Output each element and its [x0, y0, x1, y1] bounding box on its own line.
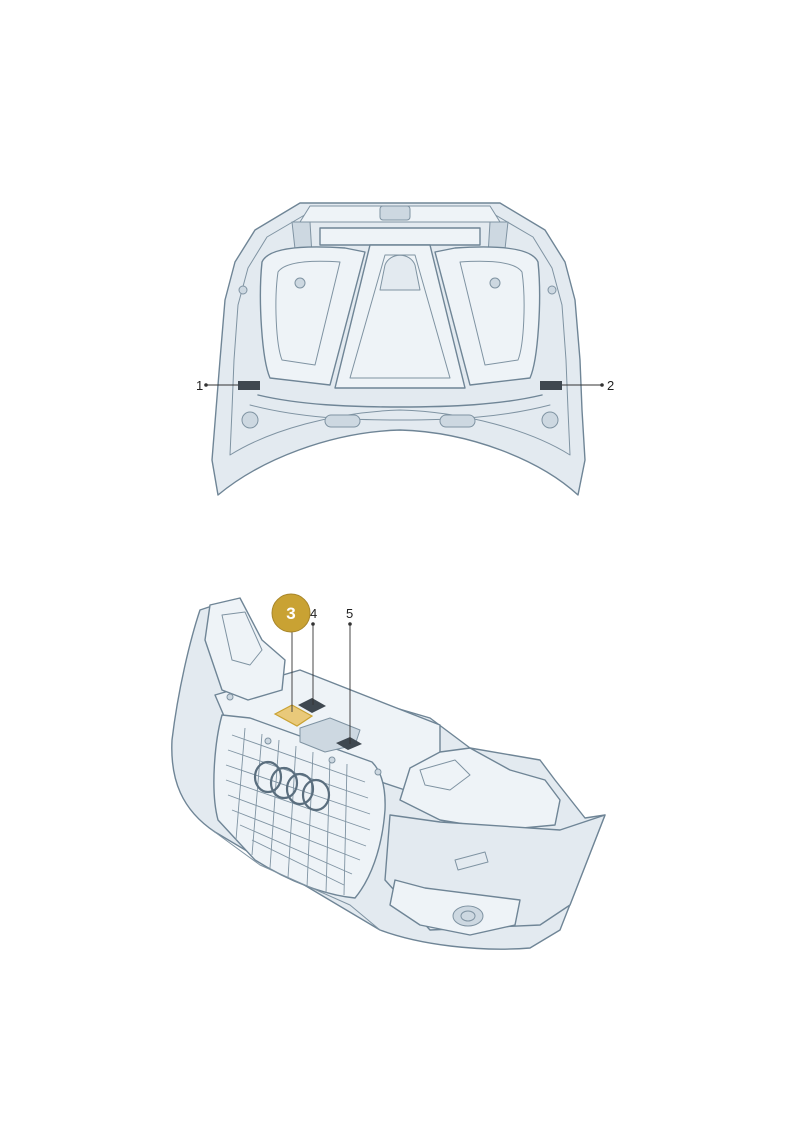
hood-left-pocket-inner [275, 260, 341, 366]
hood-seal-pad-left [238, 381, 260, 390]
fog-light-lens [460, 910, 476, 922]
hood-left-pocket [259, 246, 366, 386]
bumper-bolt-1 [226, 693, 234, 701]
hood-bolt-side-left [238, 285, 248, 295]
hood-bolt-right [489, 277, 501, 289]
logo-rings [253, 760, 331, 812]
callout-5-label: 5 [346, 606, 353, 621]
pad-highlighted [273, 704, 314, 727]
hood-fixture-left [241, 411, 259, 429]
bumper-left-bracket-detail [221, 611, 263, 666]
hood-right-pocket [434, 246, 541, 386]
hood-latch [379, 205, 411, 221]
hood-slot-right [439, 414, 476, 428]
grille-frame [213, 714, 386, 899]
front-bumper [171, 597, 606, 950]
engine-hood [211, 202, 586, 496]
bumper-right-bracket [399, 747, 561, 831]
fog-light [452, 905, 484, 927]
grille-mesh [225, 727, 371, 896]
logo-ring-2 [269, 766, 299, 800]
leader-dot-2 [600, 383, 604, 387]
callout-1-label: 1 [196, 378, 203, 393]
logo-ring-4 [301, 778, 331, 812]
hood-fixture-right [541, 411, 559, 429]
hood-bolt-side-right [547, 285, 557, 295]
hood-top-rail [319, 227, 481, 246]
callout-3-label: 3 [286, 604, 295, 623]
logo-ring-3 [285, 772, 315, 806]
bumper-bolt-2 [264, 737, 272, 745]
pad-5 [336, 737, 362, 750]
side-marker [454, 851, 489, 871]
bumper-left-bracket [204, 597, 286, 701]
hood-right-pocket-inner [459, 260, 525, 366]
hood-center-triangle-inner [349, 254, 451, 379]
hood-bottom-rail [257, 394, 543, 408]
hood-slot-left [324, 414, 361, 428]
bumper-bolt-3 [328, 756, 336, 764]
leader-dot-1 [204, 383, 208, 387]
hood-top-dome [379, 254, 421, 291]
fog-light-housing [389, 879, 521, 936]
callout-3-badge [271, 593, 311, 633]
logo-ring-1 [253, 760, 283, 794]
hood-bottom-rail-lower [249, 404, 551, 421]
leader-dot-4 [311, 622, 315, 626]
hood-seal-pad-right [540, 381, 562, 390]
lower-intake [211, 829, 381, 931]
callout-4-label: 4 [310, 606, 317, 621]
bumper-bolt-4 [374, 768, 382, 776]
hood-bolt-left [294, 277, 306, 289]
leader-dot-5 [348, 622, 352, 626]
pad-4 [298, 698, 326, 713]
bumper-right-bracket-detail [419, 759, 471, 791]
hood-inner-flange [229, 212, 571, 456]
callout-2-label: 2 [607, 378, 614, 393]
hood-center-triangle [334, 244, 466, 389]
